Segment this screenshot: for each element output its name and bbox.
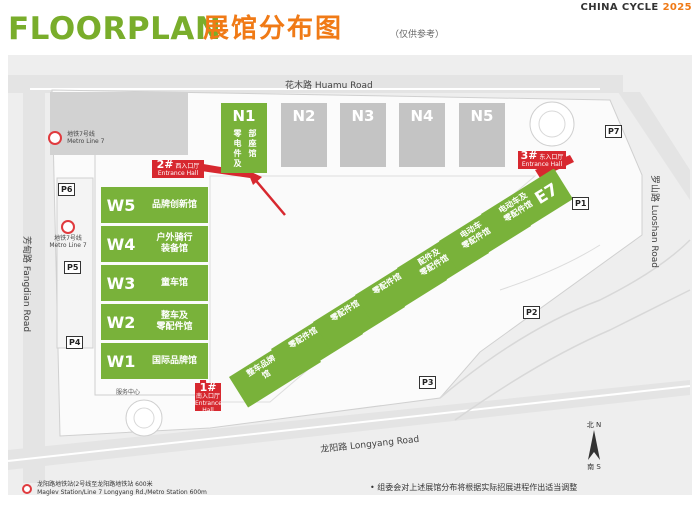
road-huamu: 花木路 Huamu Road (285, 81, 373, 91)
road-fangdian: 芳甸路 Fangdian Road (21, 236, 31, 333)
parking-p3[interactable]: P3 (419, 376, 437, 389)
compass-south: 南 S (587, 463, 601, 471)
parking-p1[interactable]: P1 (572, 197, 590, 210)
disclaimer: • 组委会对上述展馆分布将根据实际招展进程作出适当调整 (370, 483, 578, 492)
reference-note: （仅供参考） (390, 30, 445, 40)
hall-n1[interactable]: N1 零部 电座 件馆 及 (221, 103, 267, 173)
hall-n5[interactable]: N5 (459, 103, 505, 167)
brand-logo: CHINA CYCLE 2025 (580, 2, 692, 13)
parking-p5[interactable]: P5 (64, 261, 82, 274)
hall-code: N1 (232, 107, 256, 125)
parking-p2[interactable]: P2 (523, 306, 541, 319)
parking-p6[interactable]: P6 (58, 183, 76, 196)
metro-icon (22, 483, 32, 494)
floorplan-title: FLOORPLAN (8, 11, 222, 47)
parking-p7[interactable]: P7 (605, 125, 623, 138)
metro-icon (61, 220, 75, 234)
floorplan-title-cn: 展馆分布图 (203, 14, 344, 44)
service-center-label: 服务中心 (116, 389, 141, 396)
compass-north: 北 N (586, 421, 602, 429)
hall-n3[interactable]: N3 (340, 103, 386, 167)
hall-n4[interactable]: N4 (399, 103, 445, 167)
parking-p4[interactable]: P4 (66, 336, 84, 349)
road-luoshan: 罗山路 Luoshan Road (649, 175, 659, 269)
metro-icon (48, 130, 62, 145)
hall-n2[interactable]: N2 (281, 103, 327, 167)
compass-arrow-icon (588, 430, 600, 460)
hall-n1-label: 零部 电座 件馆 及 (233, 129, 257, 168)
compass: 北 N 南 S (576, 420, 612, 472)
